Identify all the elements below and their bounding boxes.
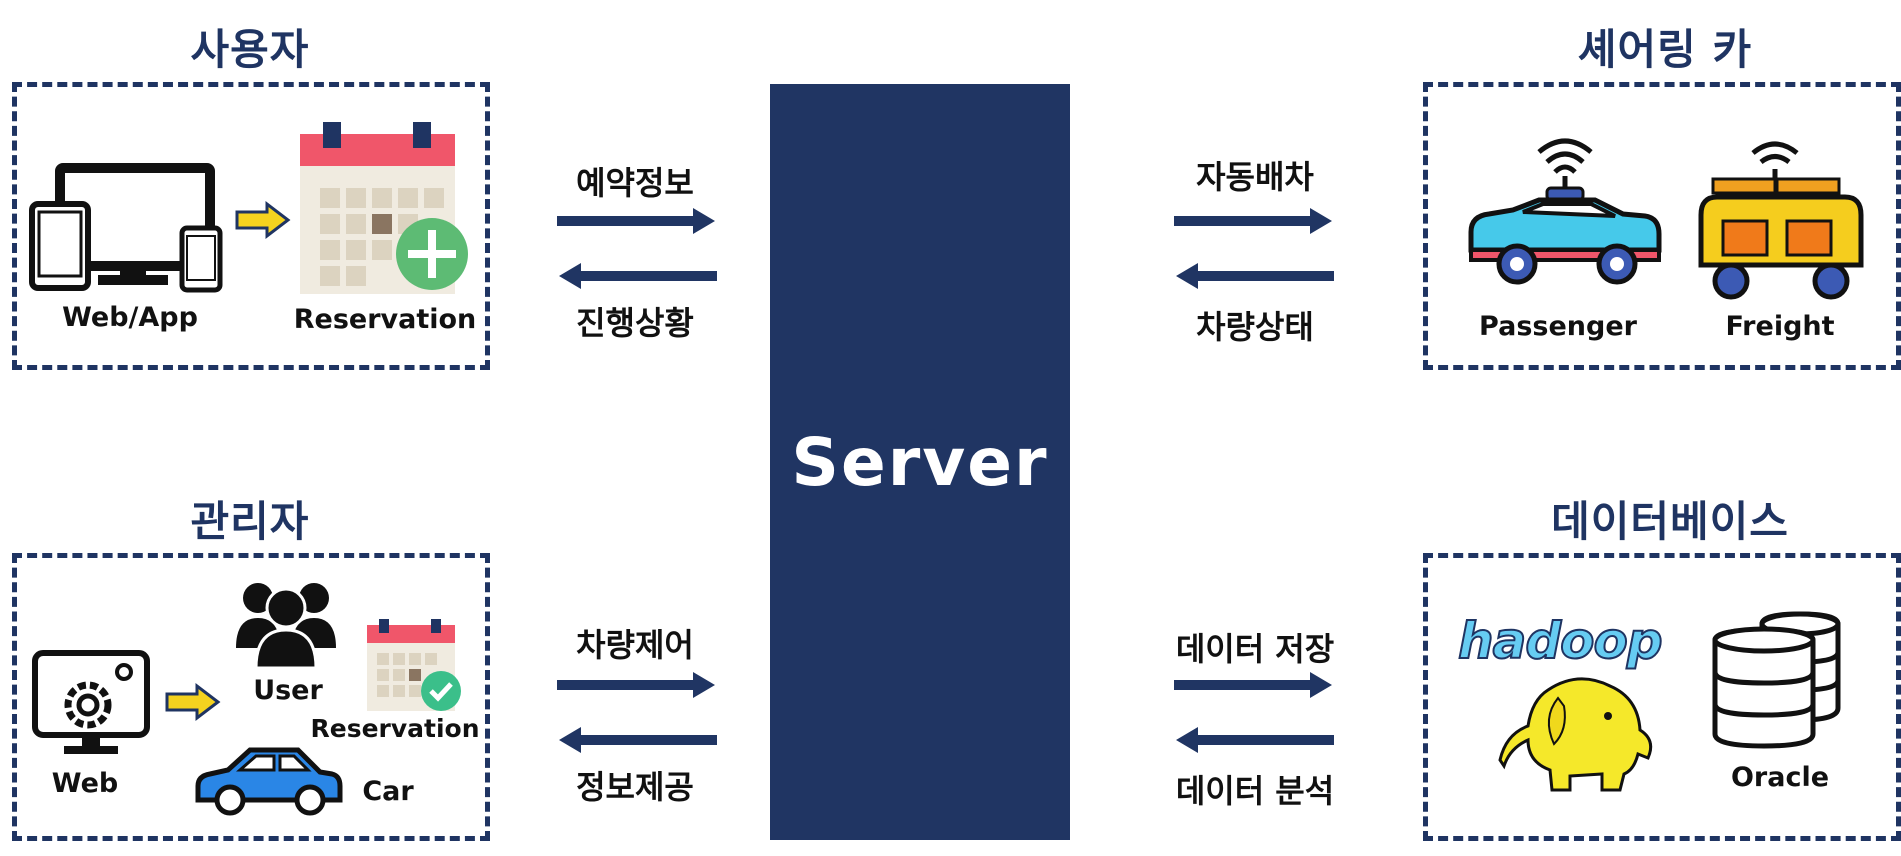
server-label: Server xyxy=(791,423,1049,501)
devices-icon xyxy=(29,163,223,293)
arrow-label-auto-dispatch: 자동배차 xyxy=(1196,158,1314,196)
database-box xyxy=(1423,553,1901,841)
arrow-label-vehicle-status: 차량상태 xyxy=(1196,308,1314,346)
flow-arrow-icon xyxy=(235,200,291,240)
arrow-right-icon xyxy=(557,672,715,698)
arrow-left-icon xyxy=(1176,727,1334,753)
database-icon xyxy=(1712,611,1841,749)
flow-arrow-icon xyxy=(165,682,221,722)
freight-label: Freight xyxy=(1725,311,1835,342)
user-section-title: 사용자 xyxy=(190,25,310,74)
passenger-label: Passenger xyxy=(1479,311,1637,342)
admin-section-title: 관리자 xyxy=(190,497,310,546)
freight-car-icon xyxy=(1698,141,1864,300)
user-box xyxy=(12,82,490,370)
arrow-label-data-analysis: 데이터 분석 xyxy=(1175,772,1335,810)
arrow-right-icon xyxy=(557,208,715,234)
web-app-label: Web/App xyxy=(62,302,198,333)
car-icon xyxy=(195,747,343,816)
car-label: Car xyxy=(362,776,414,807)
arrow-right-icon xyxy=(1174,208,1332,234)
web-admin-icon xyxy=(32,650,150,754)
user-label: User xyxy=(253,675,323,706)
calendar-check-icon xyxy=(367,619,461,711)
arrow-label-reservation-info: 예약정보 xyxy=(576,164,694,202)
arrow-label-info-provide: 정보제공 xyxy=(576,768,694,806)
hadoop-elephant-icon xyxy=(1498,677,1653,792)
arrow-label-data-store: 데이터 저장 xyxy=(1175,630,1335,668)
reservation-label: Reservation xyxy=(293,304,477,335)
arrow-left-icon xyxy=(1176,263,1334,289)
sharing-car-box xyxy=(1423,82,1901,370)
arrow-label-vehicle-control: 차량제어 xyxy=(576,626,694,664)
passenger-car-icon xyxy=(1468,138,1662,285)
arrow-label-progress: 진행상황 xyxy=(576,304,694,342)
hadoop-logo: hadoop xyxy=(1457,611,1664,672)
users-group-icon xyxy=(236,583,336,670)
sharing-car-section-title: 셰어링 카 xyxy=(1577,25,1753,74)
hadoop-label: hadoop xyxy=(1457,611,1664,671)
arrow-left-icon xyxy=(559,727,717,753)
calendar-add-icon xyxy=(300,122,468,294)
server-block: Server xyxy=(770,84,1070,840)
web-label: Web xyxy=(51,768,119,799)
oracle-label: Oracle xyxy=(1730,762,1830,793)
database-section-title: 데이터베이스 xyxy=(1551,497,1789,546)
arrow-right-icon xyxy=(1174,672,1332,698)
arrow-left-icon xyxy=(559,263,717,289)
admin-reservation-label: Reservation xyxy=(310,714,480,743)
admin-box xyxy=(12,553,490,841)
